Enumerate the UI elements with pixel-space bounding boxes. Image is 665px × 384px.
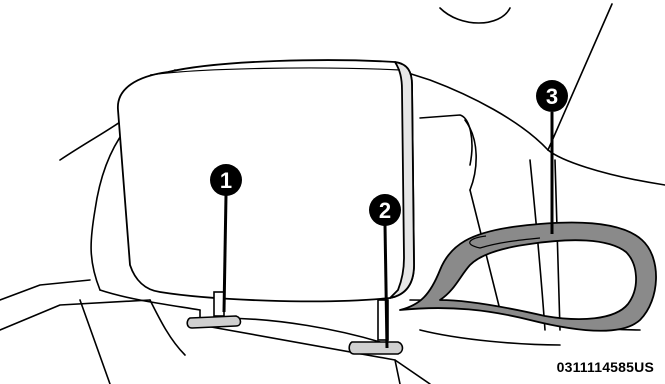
left-post-guide (187, 316, 240, 328)
headrest (118, 60, 414, 301)
release-lever (400, 223, 656, 331)
callout-1-leader (224, 195, 226, 312)
callout-3-number: 3 (546, 84, 558, 109)
right-post-guide (349, 342, 402, 354)
figure-code: 0311114585US (557, 359, 654, 375)
headrest-cushion (118, 60, 414, 301)
callout-3: 3 (536, 80, 568, 234)
callout-2-leader (385, 225, 387, 348)
left-post (214, 292, 224, 316)
callout-2-number: 2 (379, 198, 391, 223)
callout-1-number: 1 (220, 168, 232, 193)
